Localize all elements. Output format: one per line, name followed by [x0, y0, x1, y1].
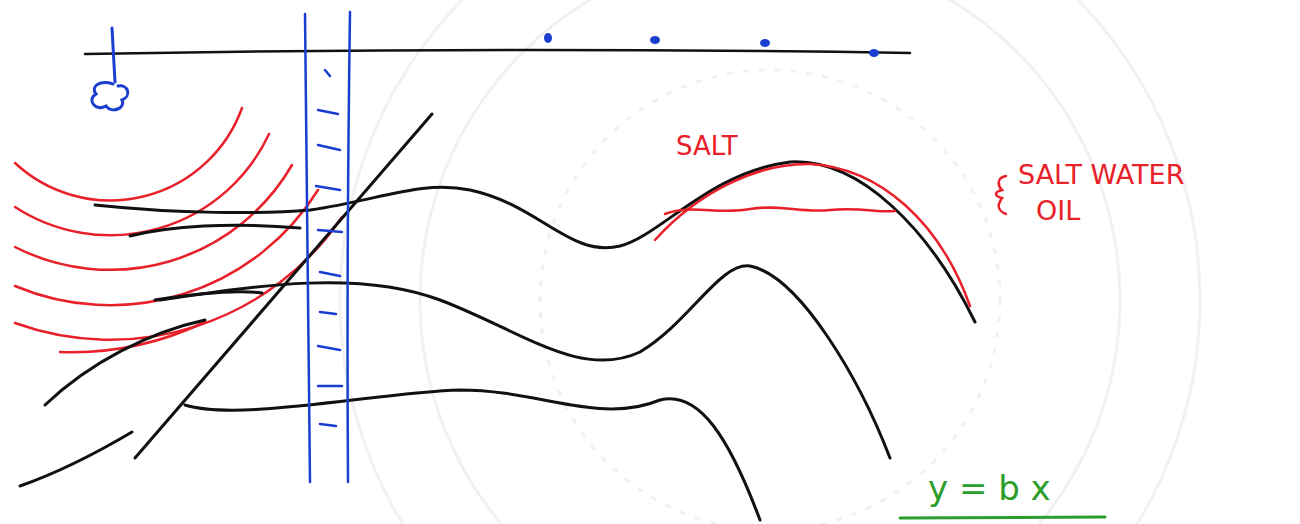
well [305, 12, 350, 482]
salt-top [655, 164, 970, 306]
horizon [20, 432, 132, 486]
underline [900, 517, 1105, 518]
region-label: SALT [676, 132, 738, 161]
fluid-label: OIL [1036, 196, 1080, 226]
well-log-mark [316, 186, 340, 190]
well-log-mark [318, 145, 340, 150]
oil-water-contact [665, 207, 895, 214]
geophones [544, 33, 879, 57]
seal-ring [540, 70, 1000, 524]
geophone [869, 49, 879, 57]
wavefronts [15, 108, 342, 352]
fluid-label: SALT WATER [1018, 160, 1184, 190]
geophone [760, 39, 770, 47]
well-log-mark [320, 312, 336, 314]
fault-line [135, 114, 432, 458]
seal-ring [340, 0, 1200, 524]
well-log-mark [320, 272, 340, 276]
well-log-mark [320, 424, 336, 426]
well-log-mark [318, 385, 342, 388]
source-post [112, 28, 115, 82]
source-blast [92, 83, 128, 110]
seismic-source [92, 28, 128, 110]
horizons [20, 162, 975, 520]
ground-surface [85, 50, 910, 54]
well-log-mark [318, 230, 342, 232]
salt-body [655, 164, 1006, 306]
horizon [130, 225, 300, 236]
geophone [544, 33, 552, 43]
horizon [185, 390, 760, 520]
wavefront [15, 217, 342, 340]
well-log-mark [325, 70, 330, 76]
horizon [95, 162, 975, 322]
well-wall [305, 14, 310, 482]
horizon [160, 266, 890, 458]
watermark-seal [340, 0, 1200, 524]
horizon [45, 320, 205, 405]
wavefront [15, 165, 292, 270]
seal-ring [420, 0, 1120, 524]
wavefront [15, 108, 242, 200]
well-log-mark [318, 110, 338, 114]
geophone [650, 36, 660, 44]
equation-label: y = b x [928, 470, 1051, 507]
well-log-mark [318, 346, 340, 350]
brace [996, 176, 1006, 214]
well-wall [348, 12, 350, 482]
wavefront [15, 134, 269, 235]
